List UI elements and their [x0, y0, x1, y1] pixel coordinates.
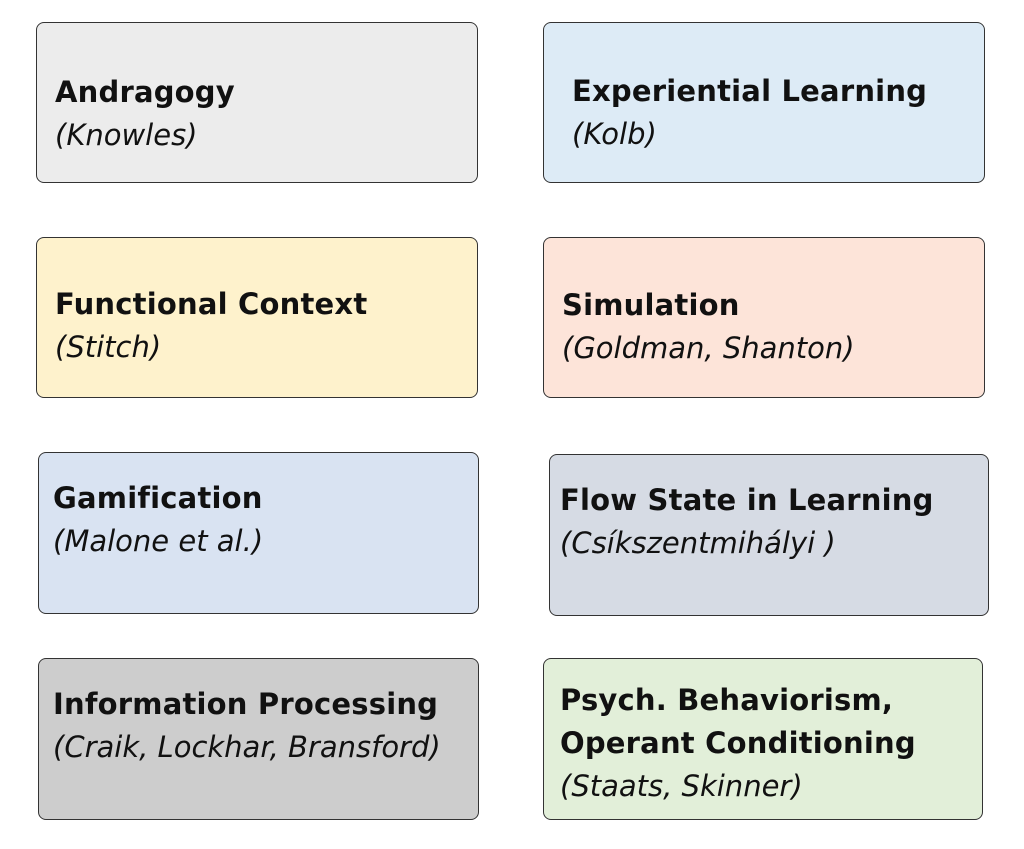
theory-authors: (Craik, Lockhar, Bransford) — [53, 730, 441, 764]
theory-card-gamification: Gamification (Malone et al.) — [38, 452, 479, 614]
theory-title: Functional Context — [55, 287, 368, 321]
theory-card-experiential-learning: Experiential Learning (Kolb) — [543, 22, 985, 183]
theory-card-behaviorism: Psych. Behaviorism, Operant Conditioning… — [543, 658, 983, 820]
theory-card-flow-state: Flow State in Learning (Csíkszentmihályi… — [549, 454, 989, 616]
theory-title: Gamification — [53, 481, 263, 515]
theory-card-functional-context: Functional Context (Stitch) — [36, 237, 478, 398]
theory-authors: (Goldman, Shanton) — [562, 331, 855, 365]
theory-authors: (Kolb) — [572, 117, 657, 151]
theory-authors: (Stitch) — [55, 330, 162, 364]
theory-authors: (Staats, Skinner) — [560, 769, 803, 803]
theory-title: Simulation — [562, 288, 740, 322]
theory-title-line-1: Psych. Behaviorism, — [560, 683, 894, 717]
theory-card-information-processing: Information Processing (Craik, Lockhar, … — [38, 658, 479, 820]
theory-title: Information Processing — [53, 687, 439, 721]
theory-card-andragogy: Andragogy (Knowles) — [36, 22, 478, 183]
theory-authors: (Knowles) — [55, 118, 198, 152]
theory-title: Andragogy — [55, 75, 235, 109]
theory-card-simulation: Simulation (Goldman, Shanton) — [543, 237, 985, 398]
theory-authors: (Malone et al.) — [53, 524, 264, 558]
theory-title: Experiential Learning — [572, 74, 928, 108]
theory-authors: (Csíkszentmihályi ) — [560, 526, 836, 560]
theory-title: Flow State in Learning — [560, 483, 934, 517]
theory-title-line-2: Operant Conditioning — [560, 726, 916, 760]
